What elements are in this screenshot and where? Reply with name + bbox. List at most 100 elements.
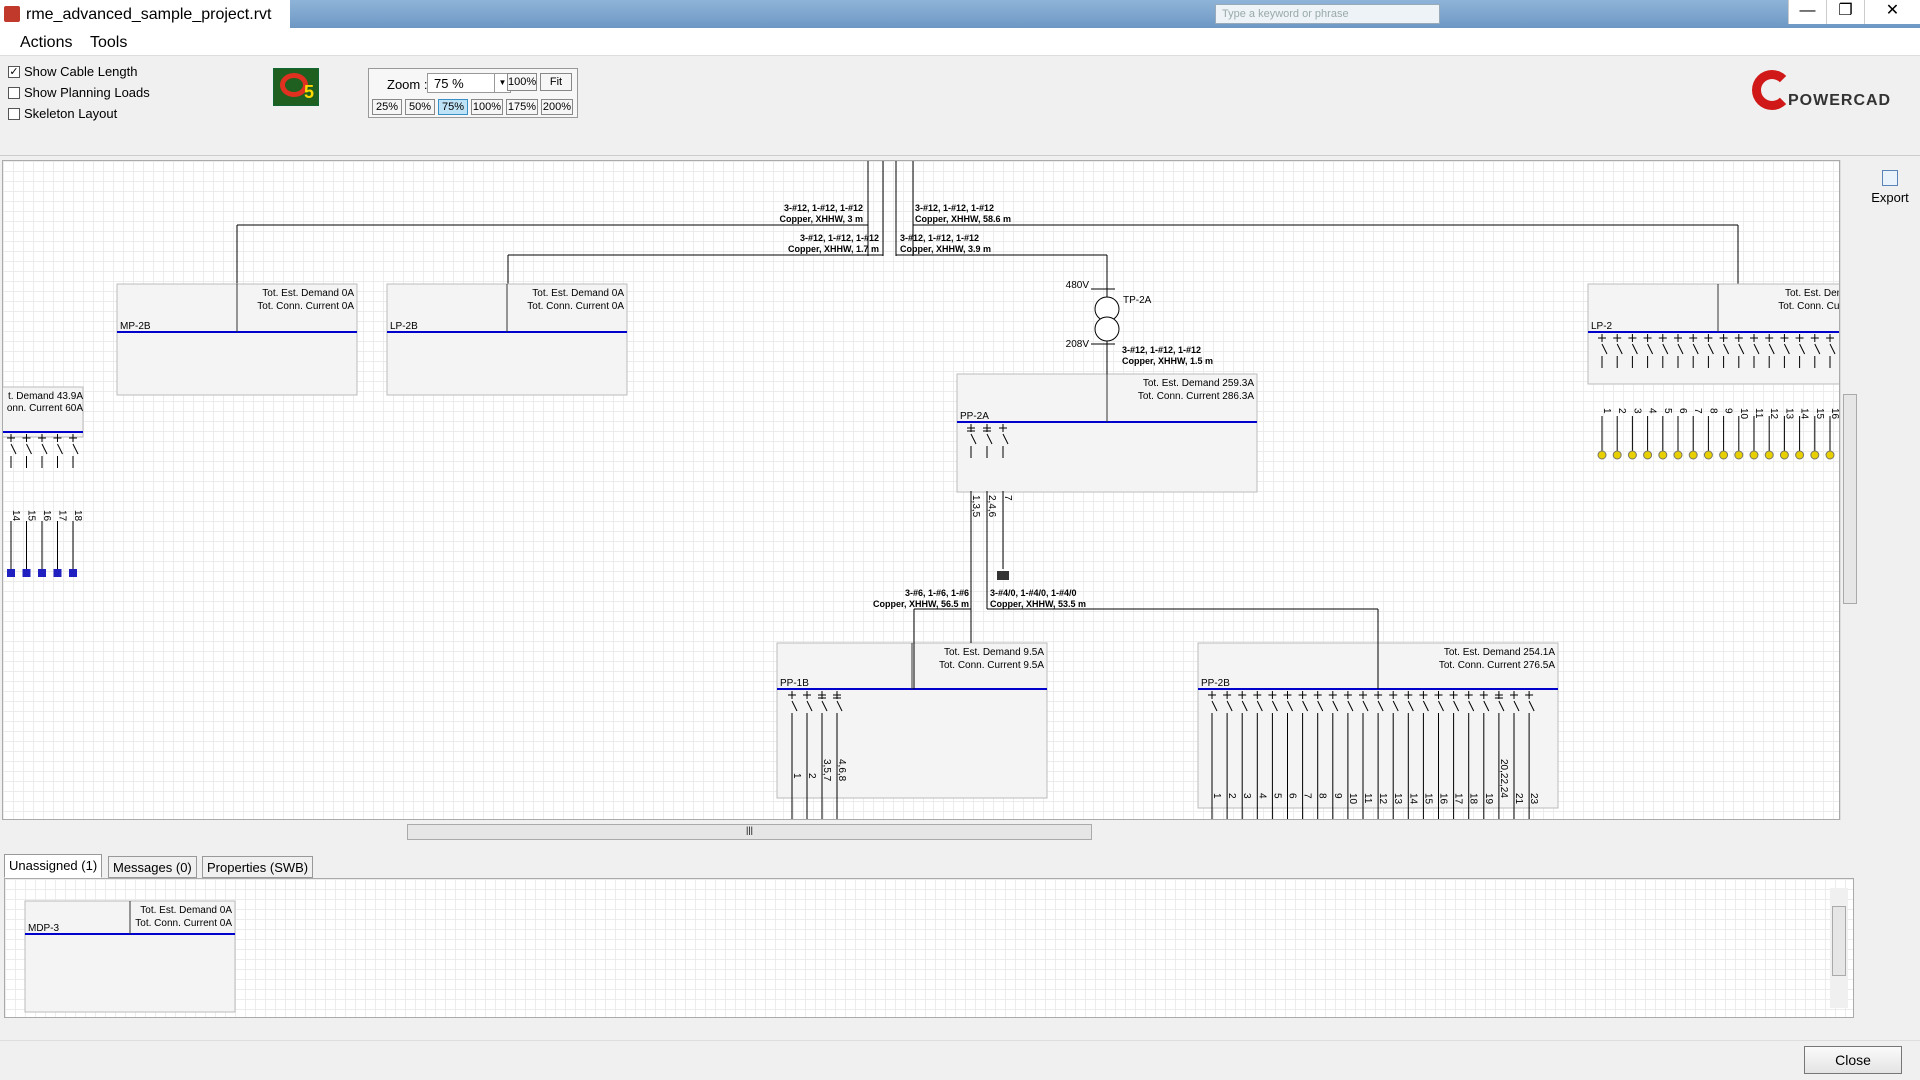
checkbox-label: Show Planning Loads	[24, 85, 150, 100]
panel-pp1b-demand: Tot. Est. Demand 9.5A	[944, 647, 1044, 658]
zoom-value: 75 %	[434, 76, 464, 91]
canvas-vertical-scrollbar[interactable]	[1840, 160, 1858, 820]
skeleton-layout-checkbox[interactable]: Skeleton Layout	[8, 106, 117, 121]
bottom-vertical-scrollbar[interactable]	[1830, 888, 1848, 1008]
zoom-fit-button[interactable]: Fit	[540, 73, 572, 91]
chevron-down-icon[interactable]: ▼	[494, 74, 510, 92]
pp2b-circuit-3: 4	[1256, 793, 1267, 799]
receptacle-icon	[69, 569, 77, 577]
light-bulb-icon	[1779, 450, 1789, 460]
light-bulb-icon	[1734, 450, 1744, 460]
panel-mdp3-current: Tot. Conn. Current 0A	[135, 918, 232, 929]
receptacle-icon	[22, 569, 31, 577]
menu-actions[interactable]: Actions	[20, 34, 73, 51]
pp2b-breaker-17-blade	[1468, 700, 1475, 712]
scroll-thumb[interactable]	[1843, 394, 1857, 604]
scroll-thumb[interactable]: |||	[407, 824, 1092, 840]
panel-pp2b-demand: Tot. Est. Demand 254.1A	[1444, 647, 1556, 658]
tab-messages[interactable]: Messages (0)	[108, 856, 197, 878]
cable-5-desc: Copper, XHHW, 1.5 m	[1122, 356, 1213, 366]
pp2b-breaker-20-blade	[1513, 700, 1520, 712]
powercad-logo: POWERCAD	[1752, 66, 1890, 116]
show-planning-loads-checkbox[interactable]: Show Planning Loads	[8, 85, 150, 100]
left-circuit-3: 17	[57, 510, 68, 522]
menu-bar: Actions Tools	[0, 28, 1920, 56]
lp2-breaker-0-blade	[1601, 343, 1608, 355]
pp2b-circuit-13: 14	[1407, 793, 1418, 805]
logo-text: POWERCAD	[1788, 92, 1892, 109]
zoom-preset-75[interactable]: 75%	[438, 99, 468, 115]
maximize-button[interactable]: ❐	[1826, 0, 1864, 24]
zoom-100-button[interactable]: 100%	[507, 73, 537, 91]
pp2b-circuit-5: 6	[1287, 793, 1298, 799]
cable-4-desc: Copper, XHHW, 3.9 m	[900, 244, 991, 254]
lp2-breaker-9-blade	[1738, 343, 1745, 355]
zoom-select[interactable]: 75 % ▼	[427, 73, 511, 93]
light-bulb-icon	[1719, 450, 1729, 460]
light-bulb-icon	[1810, 450, 1820, 460]
light-bulb-icon	[1749, 450, 1759, 460]
minimize-button[interactable]: —	[1788, 0, 1826, 24]
pp2b-breaker-11-blade	[1377, 700, 1384, 712]
left-breaker-1-blade	[26, 443, 32, 455]
close-window-button[interactable]: ✕	[1864, 0, 1920, 24]
left-circuit-4: 18	[72, 510, 83, 522]
cable-3-spec: 3-#12, 1-#12, 1-#12	[800, 233, 879, 243]
zoom-group: Zoom : 75 % ▼ 100% Fit 25% 50% 75% 100% …	[368, 68, 578, 118]
zoom-preset-25[interactable]: 25%	[372, 99, 402, 115]
pp1b-circuit-3: 4,6,8	[836, 759, 847, 782]
pp2b-circuit-14: 15	[1422, 793, 1433, 805]
light-bulb-icon	[1612, 450, 1622, 460]
canvas-horizontal-scrollbar[interactable]: |||	[2, 822, 1840, 840]
help-search-input[interactable]: Type a keyword or phrase	[1215, 4, 1440, 24]
app-icon	[4, 6, 20, 22]
pp2b-circuit-10: 11	[1362, 793, 1373, 804]
export-icon	[1882, 170, 1898, 186]
zoom-preset-200[interactable]: 200%	[541, 99, 573, 115]
show-cable-length-checkbox[interactable]: ✓ Show Cable Length	[8, 64, 137, 79]
zoom-preset-175[interactable]: 175%	[506, 99, 538, 115]
lp2-circuit-5: 6	[1677, 408, 1688, 414]
checkbox-mark[interactable]: ✓	[8, 65, 20, 78]
pp1b-circuit-1: 2	[806, 773, 817, 779]
export-button[interactable]: Export	[1862, 160, 1918, 220]
lp2-breaker-1-blade	[1616, 343, 1623, 355]
checkbox-mark[interactable]	[8, 107, 20, 120]
lp2-circuit-6: 7	[1692, 408, 1703, 414]
pp2b-circuit-6: 7	[1302, 793, 1313, 799]
pp1b-circuit-2: 3,5,7	[821, 759, 832, 782]
cable-3-desc: Copper, XHHW, 1.7 m	[788, 244, 879, 254]
left-breaker-0-blade	[10, 443, 17, 455]
pp2b-circuit-20: 21	[1513, 793, 1524, 805]
lp2-circuit-15: 16	[1829, 408, 1840, 420]
lp2-circuit-0: 1	[1601, 408, 1612, 414]
pp2b-circuit-1: 2	[1226, 793, 1237, 799]
cable-7-spec: 3-#4/0, 1-#4/0, 1-#4/0	[990, 588, 1077, 598]
close-button[interactable]: Close	[1804, 1046, 1902, 1074]
menu-tools[interactable]: Tools	[90, 34, 128, 51]
panel-pp2a-demand: Tot. Est. Demand 259.3A	[1143, 378, 1255, 389]
pp2a-breaker-2-blade	[1002, 433, 1009, 445]
tab-properties[interactable]: Properties (SWB)	[202, 856, 314, 878]
tool-number: 5	[303, 82, 314, 102]
lp2-breaker-10-blade	[1753, 343, 1760, 355]
tab-unassigned[interactable]: Unassigned (1)	[4, 854, 103, 878]
pp2a-breaker-0-blade	[970, 433, 977, 445]
left-circuit-0: 14	[10, 510, 21, 522]
cable-1-spec: 3-#12, 1-#12, 1-#12	[784, 203, 863, 213]
pp2b-breaker-18-blade	[1483, 700, 1490, 712]
checkbox-mark[interactable]	[8, 86, 20, 99]
circuit-tool-icon[interactable]: 5	[273, 68, 319, 106]
panel-mdp3-id: MDP-3	[28, 923, 60, 934]
panel-lp2b-current: Tot. Conn. Current 0A	[527, 301, 624, 312]
zoom-preset-100[interactable]: 100%	[471, 99, 503, 115]
lp2-circuit-4: 5	[1662, 408, 1673, 414]
zoom-preset-50[interactable]: 50%	[405, 99, 435, 115]
scroll-thumb[interactable]	[1832, 906, 1846, 976]
light-bulb-icon	[1673, 450, 1683, 460]
pp2b-breaker-19-blade	[1498, 700, 1505, 712]
